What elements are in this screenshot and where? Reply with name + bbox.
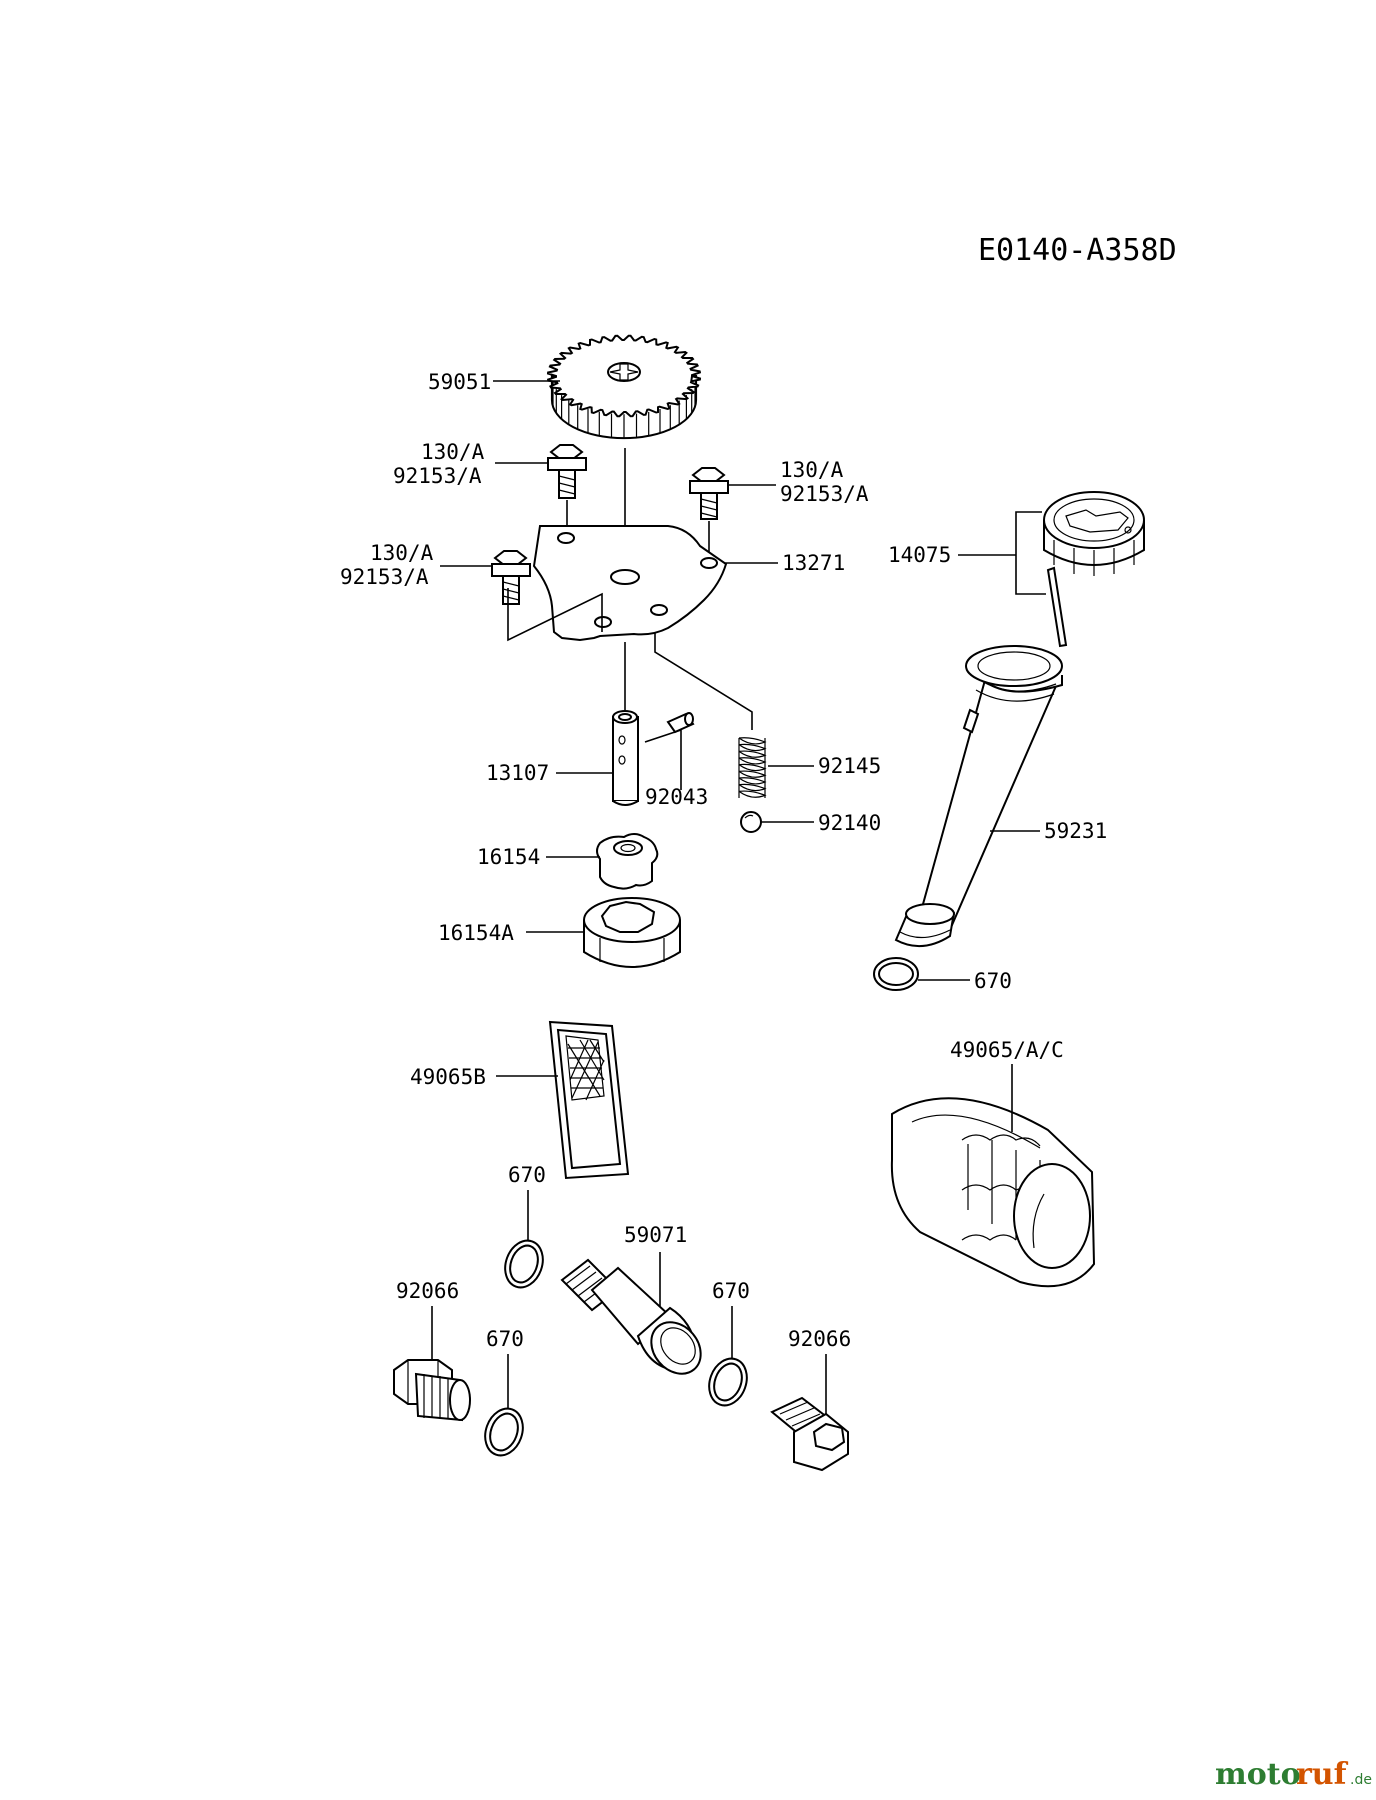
watermark-de: .de <box>1350 1772 1372 1788</box>
fitting-59071[interactable] <box>560 1258 711 1384</box>
ball-92140[interactable] <box>740 811 762 833</box>
inner-rotor-16154[interactable] <box>596 833 659 890</box>
label-92153a-2: 92153/A <box>780 482 869 506</box>
label-92043: 92043 <box>645 785 708 809</box>
label-14075: 14075 <box>888 543 951 567</box>
bracket-14075 <box>1015 511 1046 595</box>
label-670-4: 670 <box>712 1279 750 1303</box>
o-ring-670-1[interactable] <box>873 957 919 991</box>
label-670-1: 670 <box>974 969 1012 993</box>
cover-plate-13271[interactable] <box>532 525 728 642</box>
label-59231: 59231 <box>1044 819 1107 843</box>
o-ring-670-2[interactable] <box>499 1235 549 1292</box>
leader-bolt-3-axis <box>507 588 603 642</box>
label-670-3: 670 <box>486 1327 524 1351</box>
label-92066-1: 92066 <box>396 1279 459 1303</box>
leader-spring <box>654 632 753 730</box>
label-92153a-1: 92153/A <box>393 464 482 488</box>
label-92145: 92145 <box>818 754 881 778</box>
label-13271: 13271 <box>782 551 845 575</box>
label-49065ac: 49065/A/C <box>950 1038 1064 1062</box>
label-130a-1: 130/A <box>421 440 485 464</box>
o-ring-670-4[interactable] <box>703 1353 753 1410</box>
drain-plug-92066-1[interactable] <box>393 1359 471 1422</box>
spring-92145[interactable] <box>738 737 767 798</box>
diagram-code: E0140-A358D <box>978 233 1177 268</box>
label-92140: 92140 <box>818 811 881 835</box>
label-49065b: 49065B <box>410 1065 486 1089</box>
label-59051: 59051 <box>428 370 491 394</box>
label-59071: 59071 <box>624 1223 687 1247</box>
bolt-left-top[interactable] <box>547 444 587 499</box>
shaft-13107[interactable] <box>612 710 639 806</box>
label-92153a-3: 92153/A <box>340 565 429 589</box>
gear-59051[interactable] <box>546 334 702 440</box>
label-16154a: 16154A <box>438 921 514 945</box>
label-670-2: 670 <box>508 1163 546 1187</box>
label-13107: 13107 <box>486 761 549 785</box>
outer-rotor-16154a[interactable] <box>583 897 681 968</box>
leader-92043 <box>644 728 682 790</box>
bolt-left-mid[interactable] <box>491 550 531 605</box>
bolt-right-top[interactable] <box>689 467 729 520</box>
o-ring-670-3[interactable] <box>479 1403 529 1460</box>
label-92066-2: 92066 <box>788 1327 851 1351</box>
pin-92043[interactable] <box>666 712 695 734</box>
oil-filler-tube-59231[interactable] <box>894 645 1063 947</box>
oil-filter-49065ac[interactable] <box>890 1097 1096 1288</box>
watermark-logo: moto ruf .de <box>1215 1757 1372 1792</box>
label-130a-2: 130/A <box>780 458 844 482</box>
watermark-moto: moto <box>1215 1757 1301 1792</box>
watermark-ruf: ruf <box>1296 1757 1349 1792</box>
oil-strainer-49065b[interactable] <box>548 1020 630 1180</box>
label-16154: 16154 <box>477 845 540 869</box>
label-130a-3: 130/A <box>370 541 434 565</box>
drain-plug-92066-2[interactable] <box>770 1396 849 1472</box>
oil-cap-14075[interactable] <box>1043 491 1145 648</box>
